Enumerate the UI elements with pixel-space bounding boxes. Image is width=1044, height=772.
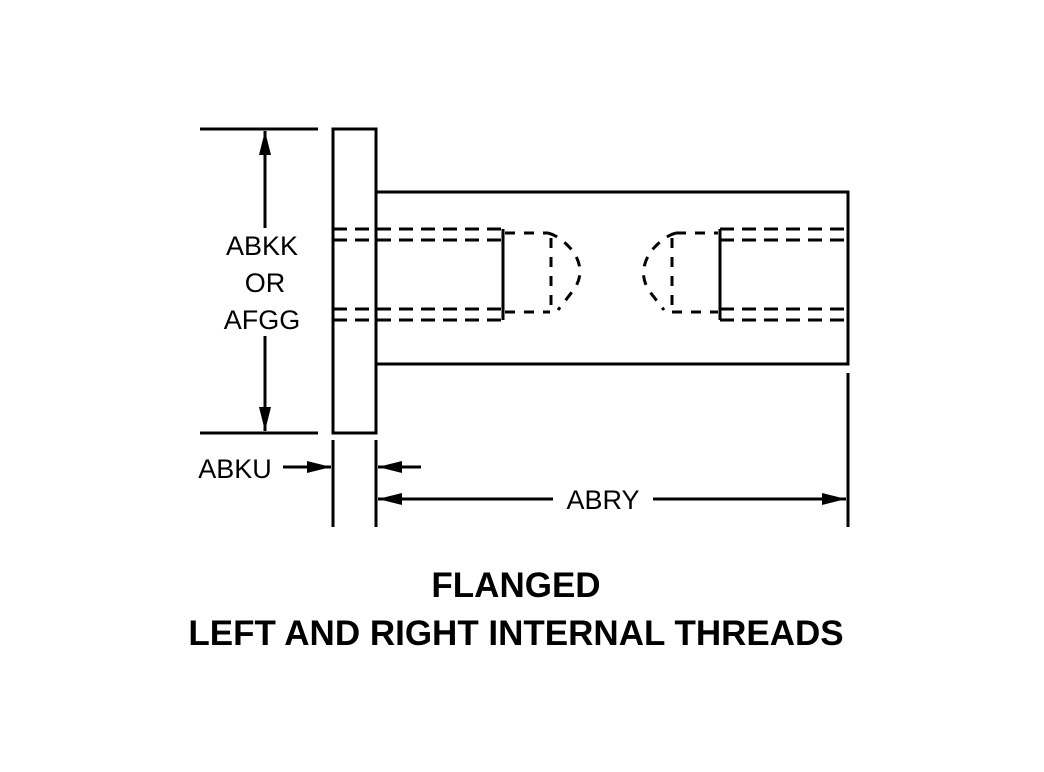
height-label-afgg: AFGG: [224, 305, 301, 335]
part-outline: [331, 127, 850, 435]
flange-thickness-dimension: ABKU: [198, 440, 421, 527]
height-label-abkk: ABKK: [226, 231, 298, 261]
height-label-or: OR: [245, 268, 286, 298]
length-label: ABRY: [566, 485, 639, 515]
left-thread-hidden-lines: [333, 227, 582, 322]
height-dimension: ABKK OR AFGG: [200, 127, 318, 435]
length-dimension: ABRY: [378, 373, 850, 527]
flange-thickness-label: ABKU: [198, 454, 272, 484]
flange: [331, 127, 378, 435]
caption-subtitle: LEFT AND RIGHT INTERNAL THREADS: [188, 614, 843, 653]
caption-title: FLANGED: [431, 566, 600, 605]
right-thread-hidden-lines: [642, 227, 848, 322]
shank-body: [376, 190, 850, 366]
